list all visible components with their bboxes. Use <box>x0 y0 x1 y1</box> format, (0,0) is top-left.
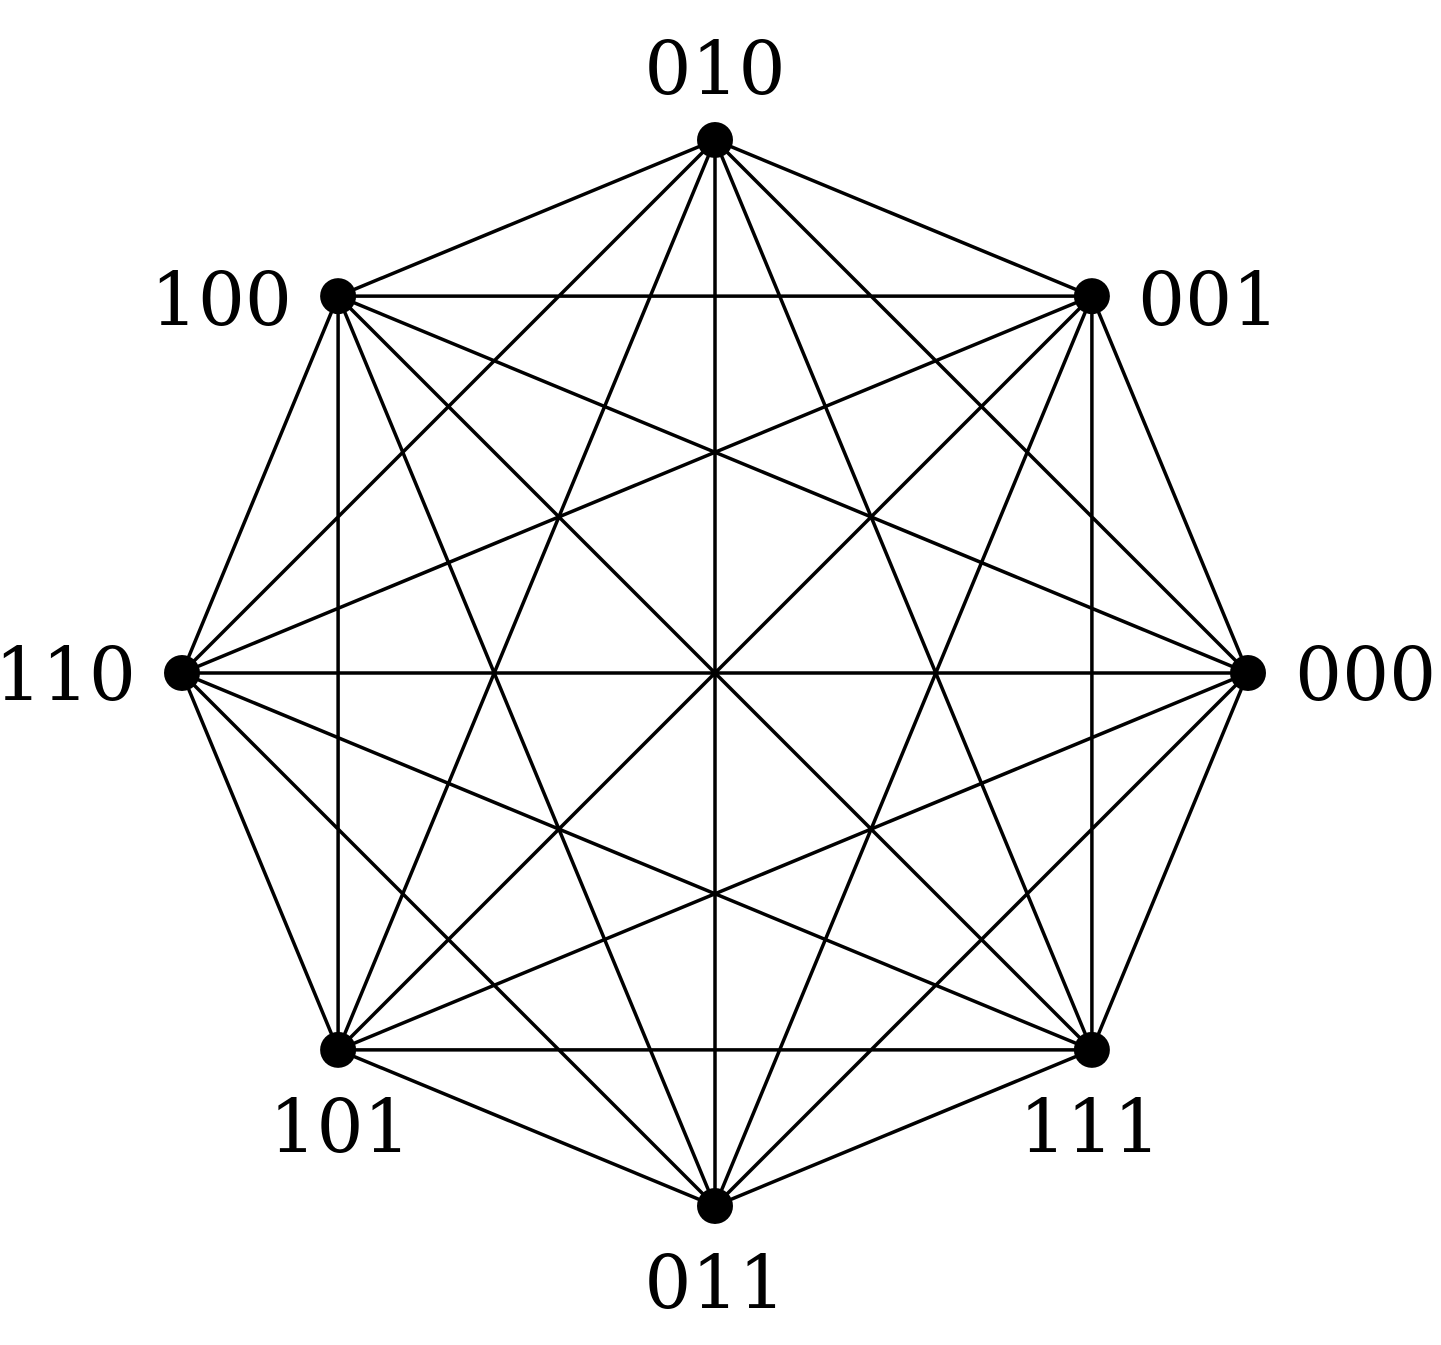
edge-010-100 <box>336 138 717 298</box>
nodes-group <box>164 122 1266 1224</box>
node-label-010: 010 <box>644 26 785 112</box>
node-label-111: 111 <box>1019 1084 1160 1170</box>
edge-010-111 <box>713 138 1094 1052</box>
node-111 <box>1073 1031 1110 1068</box>
node-label-100: 100 <box>151 257 292 343</box>
edges-group <box>180 138 1250 1208</box>
node-label-000: 000 <box>1295 632 1436 718</box>
edge-101-011 <box>336 1048 717 1208</box>
edge-011-111 <box>713 1048 1094 1208</box>
edge-010-101 <box>336 138 717 1052</box>
edge-001-110 <box>180 294 1094 675</box>
node-001 <box>1073 278 1110 315</box>
node-101 <box>320 1031 357 1068</box>
edge-000-100 <box>336 294 1250 675</box>
node-label-101: 101 <box>269 1084 410 1170</box>
edge-001-011 <box>713 294 1094 1208</box>
node-110 <box>164 655 200 691</box>
node-label-001: 001 <box>1138 257 1279 343</box>
node-label-110: 110 <box>0 632 136 718</box>
edge-001-010 <box>713 138 1094 298</box>
node-100 <box>320 278 357 315</box>
edge-000-111 <box>1090 671 1250 1052</box>
edge-110-111 <box>180 671 1094 1052</box>
node-label-011: 011 <box>644 1240 785 1326</box>
labels-group: 000 001 010 100 110 101 011 111 <box>0 26 1436 1326</box>
node-000 <box>1230 655 1266 691</box>
edge-100-011 <box>336 294 717 1208</box>
edge-100-111 <box>336 294 1094 1052</box>
node-011 <box>697 1188 733 1224</box>
edge-110-011 <box>180 671 717 1208</box>
edge-000-001 <box>1090 294 1250 675</box>
node-010 <box>697 122 733 158</box>
edge-100-110 <box>180 294 340 675</box>
edge-110-101 <box>180 671 340 1052</box>
edge-000-101 <box>336 671 1250 1052</box>
